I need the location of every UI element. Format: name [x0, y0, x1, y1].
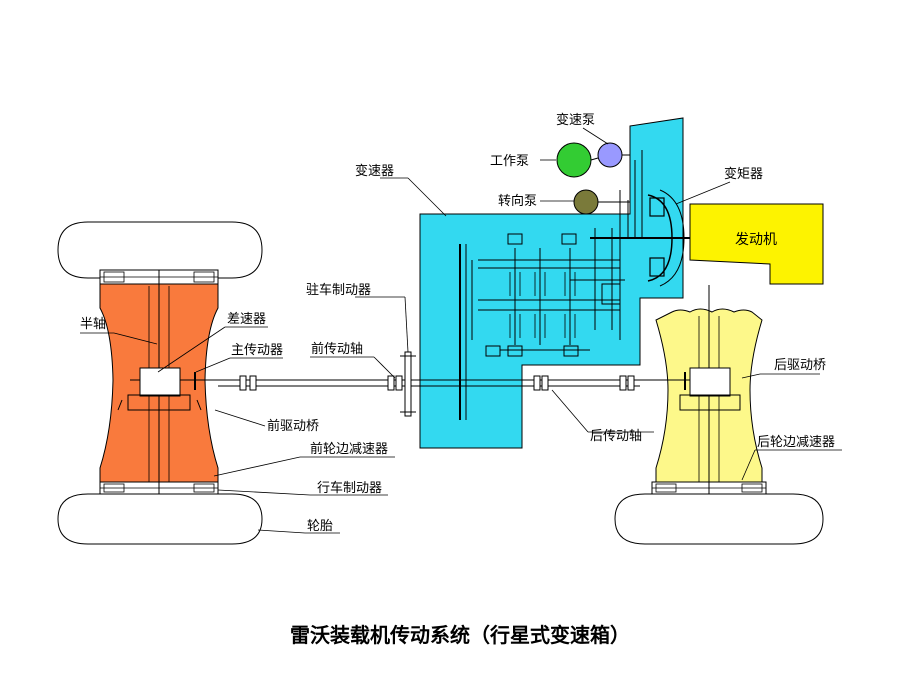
label-main-reducer: 主传动器: [231, 343, 283, 358]
label-front-drive-axle: 前驱动桥: [267, 418, 319, 434]
label-steering-pump: 转向泵: [498, 193, 537, 209]
label-differential: 差速器: [227, 312, 266, 327]
front-differential-box: [139, 367, 181, 397]
tire-rear-bottom: [614, 493, 824, 545]
leader-lines: [80, 127, 842, 534]
label-work-pump: 工作泵: [490, 154, 529, 169]
diagram-title: 雷沃装载机传动系统（行星式变速箱）: [290, 623, 630, 647]
tire-front-top: [57, 221, 263, 279]
work-pump-circle: [556, 142, 592, 178]
front-drive-shaft: [218, 375, 420, 391]
shift-pump-circle: [597, 142, 623, 168]
rear-axle-internals: [640, 285, 741, 494]
label-engine: 发动机: [735, 232, 777, 248]
front-axle-internals: [117, 270, 255, 494]
label-rear-wheel-reducer: 后轮边减速器: [757, 435, 835, 450]
label-half-shaft: 半轴: [80, 317, 106, 332]
steering-pump-circle: [573, 189, 599, 215]
rear-drive-shaft: [533, 375, 635, 391]
label-front-drive-shaft: 前传动轴: [311, 341, 363, 357]
label-shift-pump: 变速泵: [556, 112, 595, 128]
label-torque-converter: 变矩器: [724, 166, 763, 182]
label-tire: 轮胎: [307, 519, 333, 534]
label-rear-drive-shaft: 后传动轴: [590, 429, 642, 444]
engine-block: [689, 203, 824, 285]
label-rear-drive-axle: 后驱动桥: [774, 358, 826, 373]
rear-differential-box: [689, 367, 731, 397]
label-front-wheel-reducer: 前轮边减速器: [310, 441, 388, 457]
label-parking-brake: 驻车制动器: [306, 282, 371, 298]
tire-front-bottom: [57, 493, 263, 545]
label-service-brake: 行车制动器: [317, 480, 382, 496]
label-transmission: 变速器: [355, 163, 394, 179]
